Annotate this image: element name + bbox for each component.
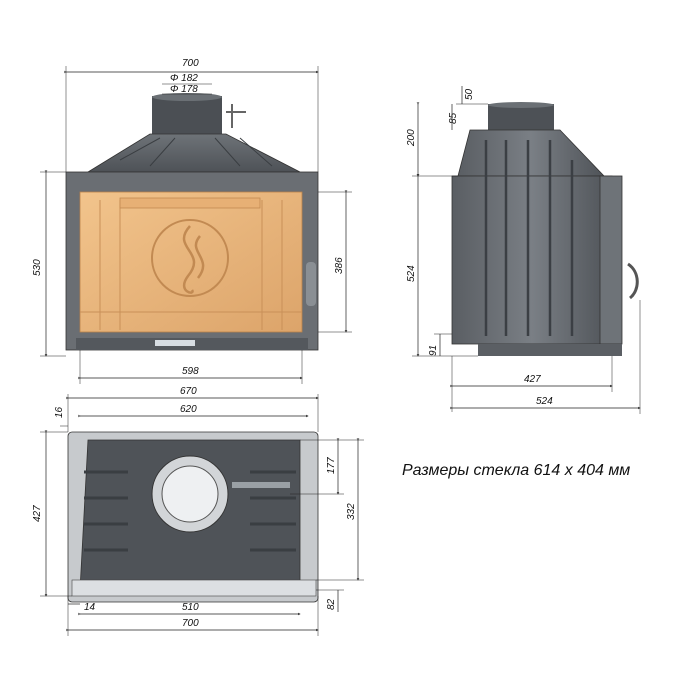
side-hood [457,129,605,177]
front-view: 700 Φ 182 Φ 178 530 386 598 [32,58,352,384]
side-ribs [484,140,574,336]
side-flue-collar [488,104,554,130]
dim-top-16: 16 [54,406,65,418]
dim-glass-height: 386 [334,257,345,274]
dim-top-620: 620 [180,404,197,415]
dim-side-total-depth: 524 [536,396,553,407]
dim-top-510: 510 [182,602,199,613]
flame-icon [182,225,205,294]
firebrick-back [79,191,303,333]
firebrick-top-plate [119,197,261,209]
dim-side-hood: 200 [406,129,417,147]
dim-top-82: 82 [326,598,337,610]
dim-side-base: 91 [428,345,439,356]
dim-side-body: 524 [406,265,417,282]
side-view: 50 85 200 524 91 427 524 [406,86,640,414]
flue-collar-rim [152,93,222,101]
side-body [451,175,613,345]
top-front-strip [71,579,317,597]
dim-top-670: 670 [180,386,197,397]
top-damper-rod [232,482,290,488]
hood-ribs [119,137,273,167]
dim-top-332: 332 [346,503,357,520]
glass-size-caption: Размеры стекла 614 х 404 мм [402,462,631,479]
dim-side-collar-offset: 85 [448,112,459,124]
top-flue-opening [161,465,219,523]
dim-side-depth: 427 [524,374,541,385]
dim-top-14: 14 [84,602,96,613]
hood [86,133,301,173]
dim-top-700: 700 [182,618,199,629]
door-handle [306,262,316,306]
dim-door-width: 598 [182,366,199,377]
side-door-handle [627,262,639,300]
dim-front-width: 700 [182,58,199,69]
top-view: 670 620 16 427 177 332 14 510 82 700 [32,386,364,636]
side-base [478,344,622,356]
damper-handle [226,104,246,128]
dim-side-collar: 50 [464,88,475,100]
air-slider [155,340,195,346]
flue-collar [152,96,222,134]
firebrick-ribs [80,200,302,330]
flame-logo [151,219,229,297]
dim-top-427: 427 [32,505,43,522]
side-front-frame [599,175,623,345]
dim-top-177: 177 [326,457,337,474]
dim-flue-inner: Φ 178 [170,84,198,95]
dim-flue-outer: Φ 182 [170,73,198,84]
dim-front-height: 530 [32,259,43,276]
top-ribs [84,470,296,552]
